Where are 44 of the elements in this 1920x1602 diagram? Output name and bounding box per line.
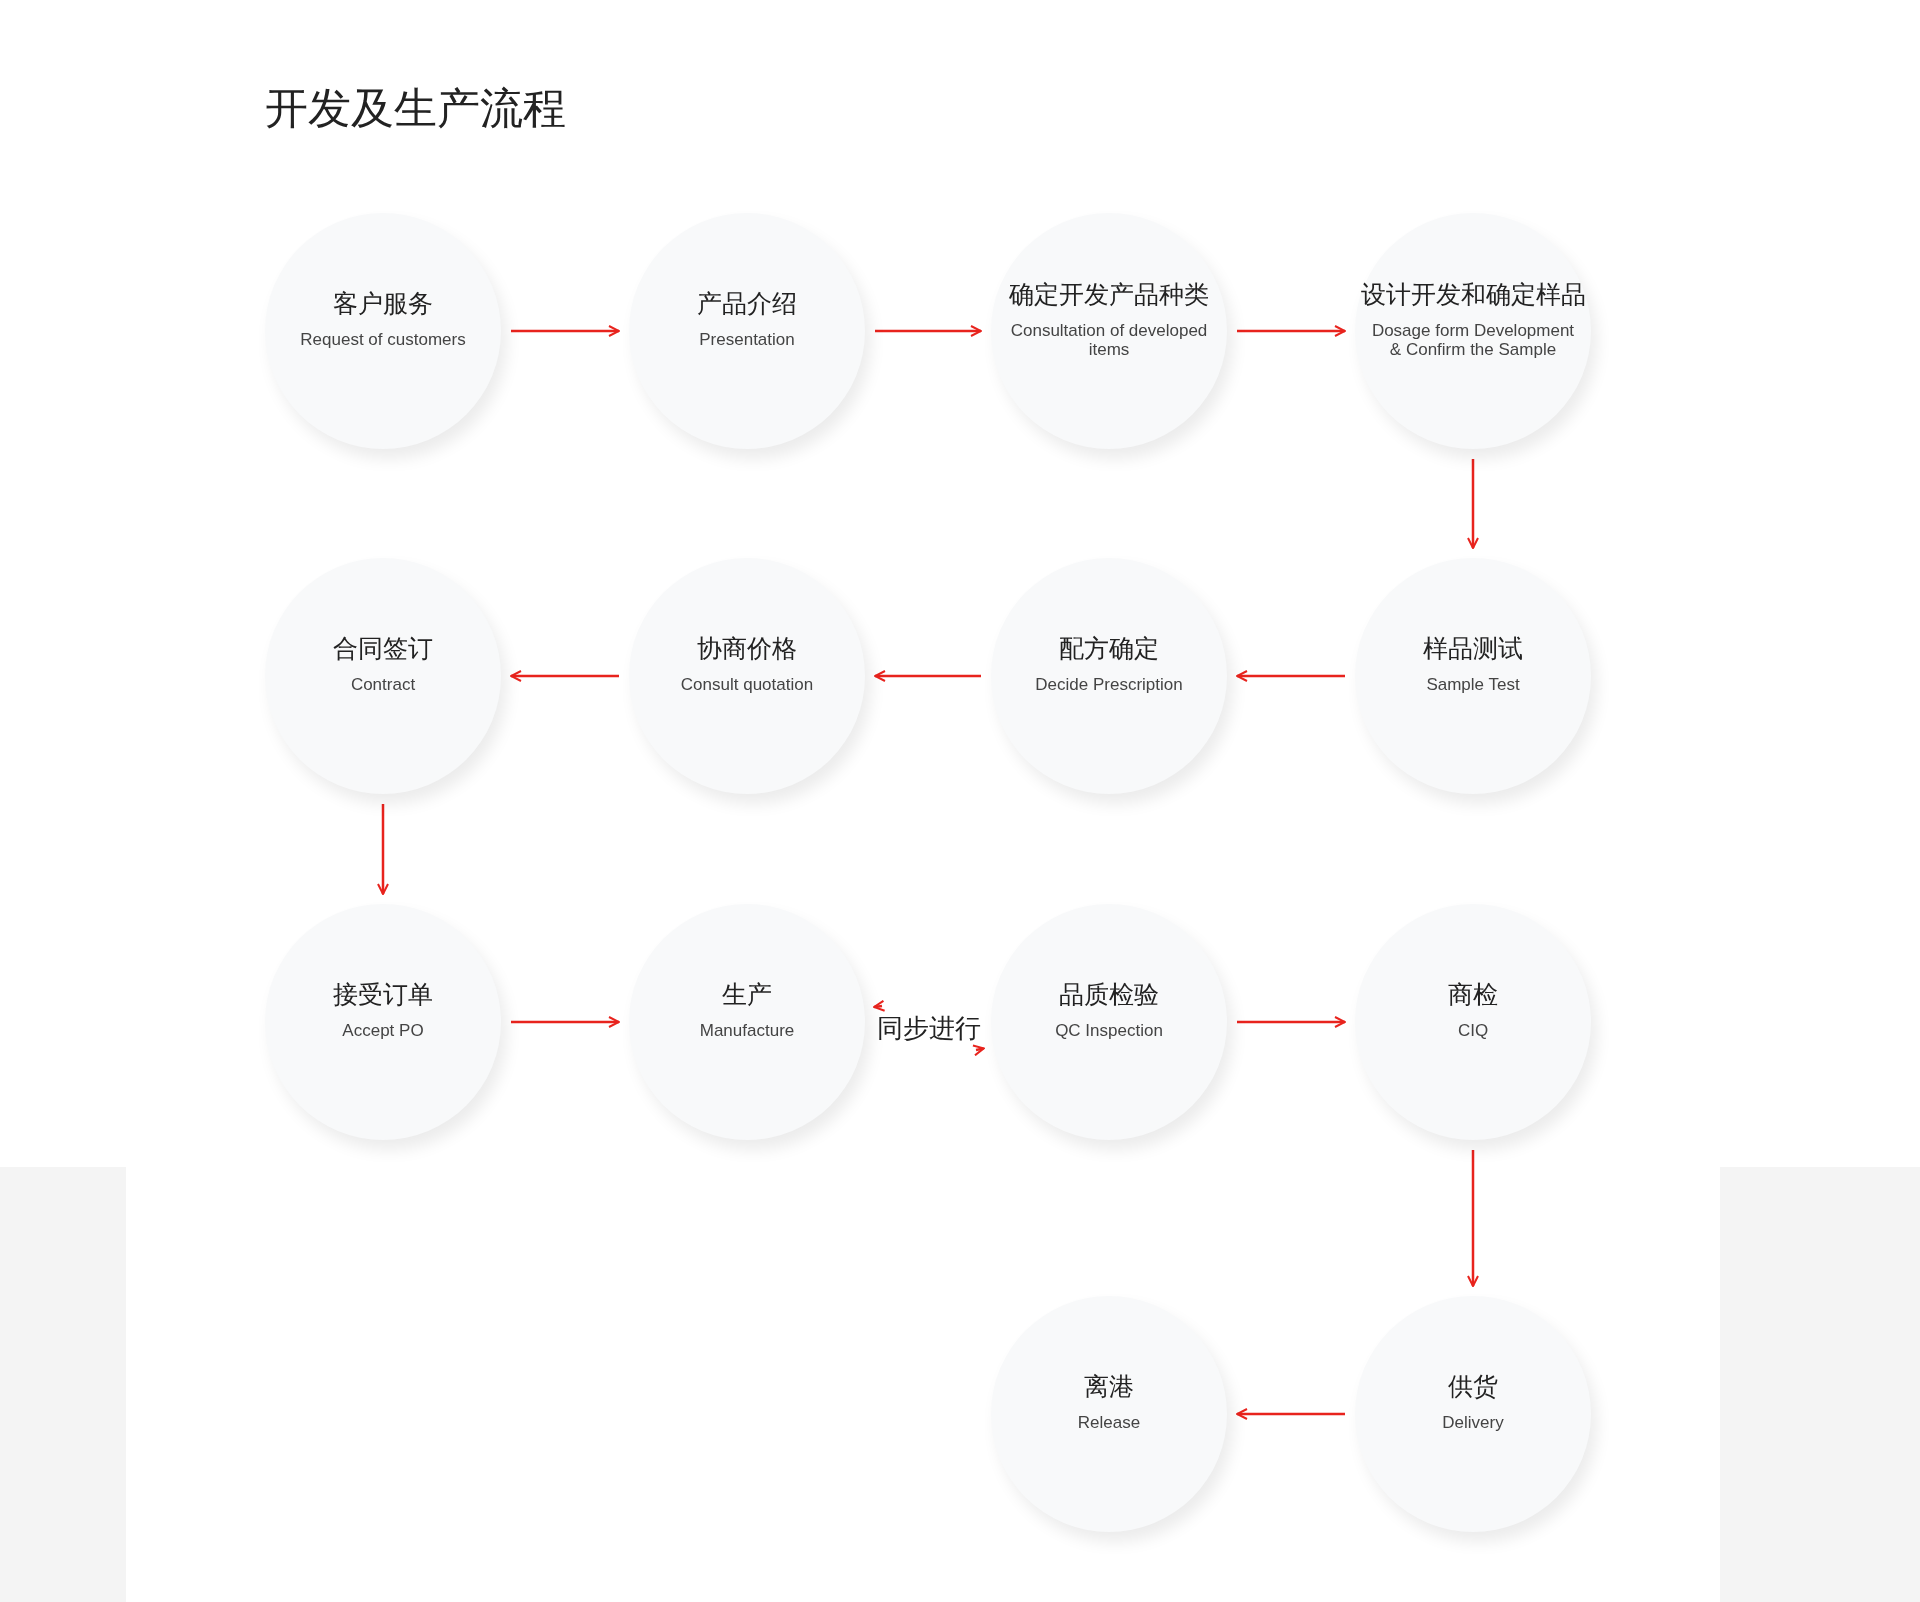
step-subtitle: Delivery — [1442, 1414, 1504, 1433]
arrow — [1467, 1150, 1479, 1287]
arrow — [1467, 459, 1479, 549]
arrow — [1236, 670, 1345, 682]
arrow — [510, 670, 619, 682]
step-title: 设计开发和确定样品 — [1360, 278, 1586, 310]
step-title: 协商价格 — [697, 633, 797, 665]
arrow — [1236, 1408, 1345, 1420]
step-title: 离港 — [1084, 1371, 1134, 1403]
step-subtitle: Decide Prescription — [1035, 676, 1183, 695]
step-title: 确定开发产品种类 — [1009, 278, 1209, 310]
step-title: 接受订单 — [333, 979, 433, 1011]
step-title: 品质检验 — [1059, 979, 1159, 1011]
arrow — [875, 325, 982, 337]
step-subtitle: Accept PO — [342, 1022, 424, 1041]
step-title: 客户服务 — [333, 288, 433, 320]
step-subtitle: QC Inspection — [1055, 1022, 1163, 1041]
arrow — [874, 670, 981, 682]
step-subtitle: Presentation — [699, 331, 795, 350]
step-subtitle: Request of customers — [300, 331, 466, 350]
step-label: 同步进行 — [874, 1010, 984, 1046]
step-title: 商检 — [1448, 979, 1498, 1011]
step-title: 合同签订 — [333, 633, 433, 665]
step-title: 生产 — [722, 979, 772, 1011]
arrow — [377, 804, 389, 895]
arrow — [511, 1016, 620, 1028]
title: 开发及生产流程 — [265, 83, 566, 134]
step-subtitle: Dosage form Development & Confirm the Sample — [1370, 321, 1576, 360]
step-title: 样品测试 — [1423, 633, 1523, 665]
arrow — [971, 1044, 985, 1057]
arrow — [873, 999, 886, 1012]
arrow — [1237, 1016, 1346, 1028]
step-title: 配方确定 — [1059, 633, 1159, 665]
step-subtitle: Manufacture — [699, 1022, 795, 1041]
step-title: 产品介绍 — [697, 288, 797, 320]
step-subtitle: Consult quotation — [680, 676, 814, 695]
step-subtitle: Release — [1077, 1414, 1141, 1433]
arrow — [511, 325, 620, 337]
step-subtitle: CIQ — [1457, 1022, 1489, 1041]
step-subtitle: Consultation of developed items — [1009, 321, 1209, 360]
step-title: 供货 — [1448, 1371, 1498, 1403]
step-subtitle: Contract — [350, 676, 416, 695]
arrow — [1237, 325, 1346, 337]
step-subtitle: Sample Test — [1426, 676, 1520, 695]
